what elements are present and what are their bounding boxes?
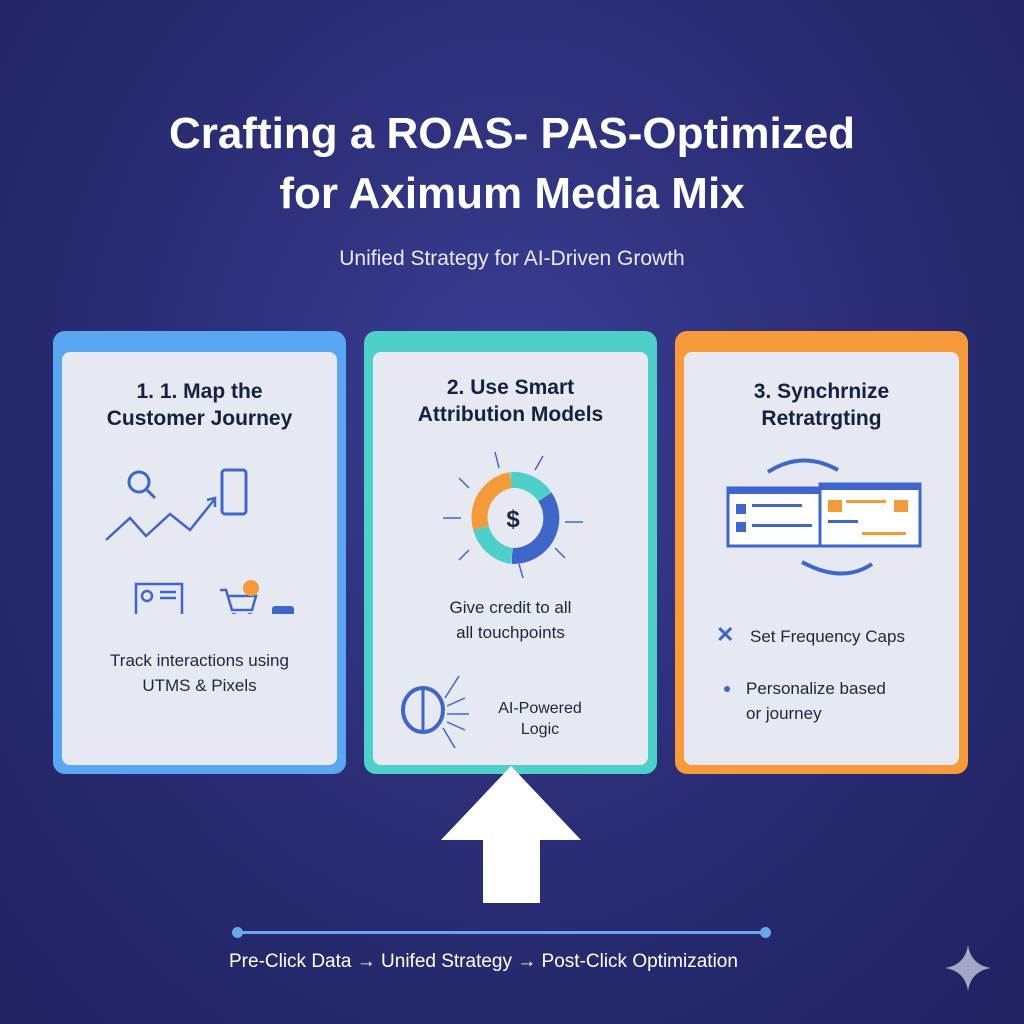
card-retargeting: 3. Synchrnize Retratrgting ✕ Set Frequen… xyxy=(675,331,968,774)
card-panel: 3. Synchrnize Retratrgting ✕ Set Frequen… xyxy=(684,352,959,765)
card-title-line: 3. Synchrnize xyxy=(753,380,890,403)
retargeting-ads-icon xyxy=(726,458,922,576)
card-text-line: Track interactions using xyxy=(110,651,289,670)
brain-icon xyxy=(401,675,469,749)
flow-line xyxy=(237,931,765,934)
search-icon xyxy=(127,470,157,500)
up-arrow-icon xyxy=(441,766,581,903)
ai-line: Logic xyxy=(520,721,560,738)
card-title: 3. Synchrnize Retratrgting xyxy=(684,378,959,432)
cart-icon xyxy=(220,588,258,614)
cycle-arrow-icon xyxy=(801,560,874,576)
crossed-arrows-icon: ✕ xyxy=(716,622,735,647)
flow-caption: Pre-Click Data → Unifed Strategy → Post-… xyxy=(229,951,738,972)
card-panel: 2. Use Smart Attribution Models $ Give c… xyxy=(373,352,648,765)
arrows-icon xyxy=(443,451,583,579)
card-title: 1. 1. Map the Customer Journey xyxy=(62,378,337,432)
subtitle: Unified Strategy for AI-Driven Growth xyxy=(339,247,685,270)
card-title: 2. Use Smart Attribution Models xyxy=(373,374,648,428)
card-text-line: all touchpoints xyxy=(456,623,565,642)
card-text-line: Give credit to all xyxy=(449,598,572,617)
bullet-icon xyxy=(724,686,730,692)
card-text-line: UTMS & Pixels xyxy=(142,676,257,695)
card-text: Give credit to all all touchpoints xyxy=(373,595,648,645)
frequency-caps-item: Set Frequency Caps xyxy=(750,627,905,646)
phone-icon xyxy=(220,468,248,516)
flow-line-start-dot xyxy=(232,927,243,938)
card-title-line: Retratrgting xyxy=(761,407,882,430)
flow-line-end-dot xyxy=(760,927,771,938)
personalize-line: Personalize based xyxy=(746,679,886,698)
card-title-line: Customer Journey xyxy=(106,407,293,430)
title-line-2: for Aximum Media Mix xyxy=(279,169,745,218)
ai-line: AI-Powered xyxy=(498,700,582,717)
trend-line-icon xyxy=(105,499,215,541)
coin-icon xyxy=(243,580,259,596)
personalize-line: or journey xyxy=(746,704,822,723)
attribution-donut-icon: $ xyxy=(443,451,583,579)
card-panel: 1. 1. Map the Customer Journey Track int… xyxy=(62,352,337,765)
sparkle-icon xyxy=(945,945,991,991)
dollar-icon: $ xyxy=(506,506,520,533)
ai-logic-label: AI-Powered Logic xyxy=(485,698,595,740)
laptop-icon xyxy=(134,582,184,614)
card-text: Track interactions using UTMS & Pixels xyxy=(62,648,337,698)
card-title-line: 2. Use Smart xyxy=(446,376,575,399)
card-map-journey: 1. 1. Map the Customer Journey Track int… xyxy=(53,331,346,774)
chat-icon xyxy=(272,606,294,614)
cycle-arrow-icon xyxy=(766,458,839,474)
card-title-line: 1. 1. Map the xyxy=(136,380,263,403)
card-attribution: 2. Use Smart Attribution Models $ Give c… xyxy=(364,331,657,774)
title-line-1: Crafting a ROAS- PAS-Optimized xyxy=(168,109,856,158)
personalize-item: Personalize based or journey xyxy=(746,676,886,726)
card-title-line: Attribution Models xyxy=(417,403,604,426)
page-title: Crafting a ROAS- PAS-Optimized for Aximu… xyxy=(0,104,1024,224)
journey-icons xyxy=(105,468,294,614)
